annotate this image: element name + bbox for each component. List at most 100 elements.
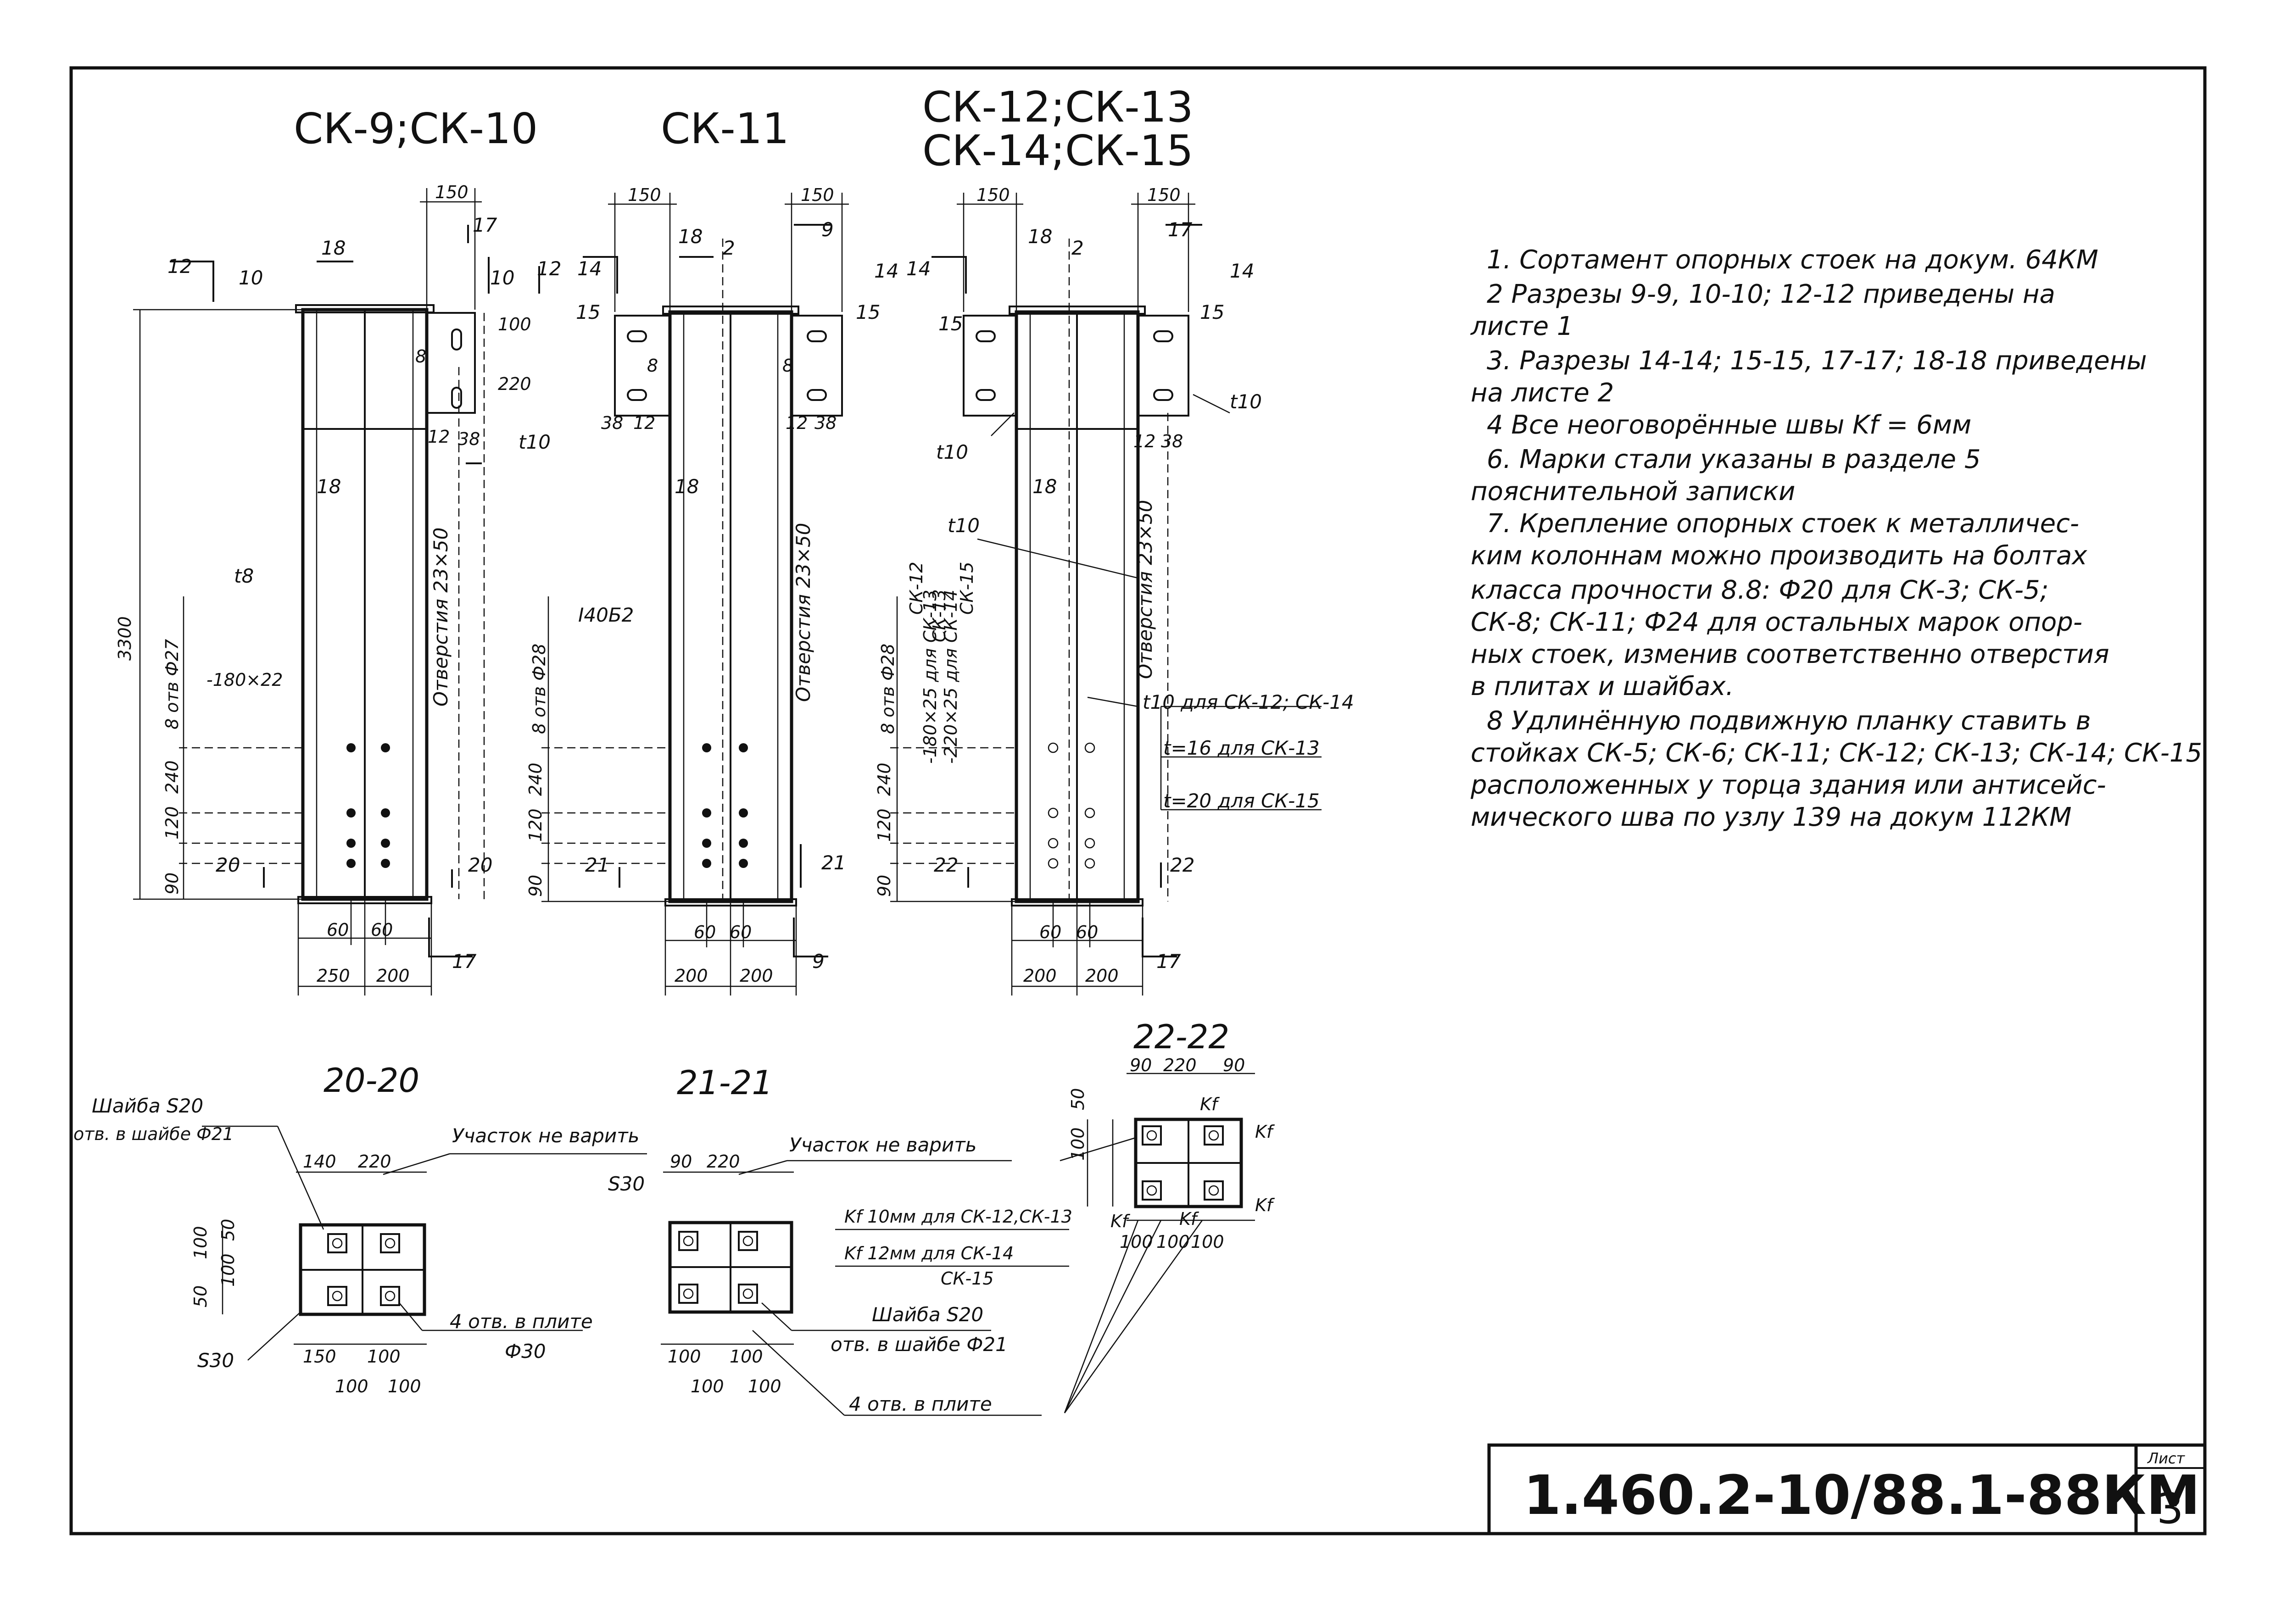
note-line: 2 Разрезы 9-9, 10-10; 12-12 приведены на xyxy=(1487,279,2055,309)
bolt-holes-view2 xyxy=(702,743,748,868)
s20-dim-100b: 100 xyxy=(367,1346,401,1367)
section-22-22 xyxy=(1060,1073,1255,1413)
note-line: 4 Все неоговорённые швы Kf = 6мм xyxy=(1487,410,1971,440)
note-line: 1. Сортамент опорных стоек на докум. 64К… xyxy=(1487,245,2098,275)
title-group1: СК-9;СК-10 xyxy=(294,104,538,153)
s20-dim-100e: 100 xyxy=(388,1376,421,1396)
s20-dim-50b: 50 xyxy=(190,1285,211,1307)
note-line: 3. Разрезы 14-14; 15-15, 17-17; 18-18 пр… xyxy=(1487,346,2147,376)
note-line: на листе 2 xyxy=(1471,378,1614,408)
v2-cut-18: 18 xyxy=(678,225,703,248)
v1-dim-8: 8 xyxy=(415,346,426,367)
s22-dim-50: 50 xyxy=(1068,1088,1088,1110)
v2-cut-15a: 15 xyxy=(576,301,600,323)
drawing-code: 1.460.2-10/88.1-88КМ xyxy=(1523,1463,2200,1527)
s20-holes: 4 отв. в плите xyxy=(450,1310,593,1333)
s20-holes-d: Ф30 xyxy=(505,1340,546,1363)
v3-plate-sk13: СК-13 xyxy=(929,589,949,642)
title-block xyxy=(1487,1443,2207,1535)
s22-dim-100c: 100 xyxy=(1156,1232,1190,1252)
v1-dim-150: 150 xyxy=(435,182,469,202)
v2-dim-38b: 38 xyxy=(814,413,837,433)
v2-dim-60b: 60 xyxy=(730,922,752,942)
s20-dim-50a: 50 xyxy=(218,1219,238,1241)
s20-dim-140: 140 xyxy=(303,1151,336,1172)
v2-cut-2: 2 xyxy=(723,237,735,259)
v3-holes-slot: Отверстия 23×50 xyxy=(1134,500,1156,679)
s22-kf-c: Kf xyxy=(1255,1195,1275,1215)
note-line: стойках СК-5; СК-6; СК-11; СК-12; СК-13;… xyxy=(1471,738,2202,768)
v2-cut-15b: 15 xyxy=(856,301,880,323)
note-line: ных стоек, изменив соответственно отверс… xyxy=(1471,640,2109,669)
s22-dim-100a: 100 xyxy=(1068,1127,1088,1161)
general-notes: 1. Сортамент опорных стоек на докум. 64К… xyxy=(1470,245,2202,832)
s21-dim-100c: 100 xyxy=(691,1376,724,1396)
v3-cut-14b: 14 xyxy=(1230,260,1254,282)
section-20-20 xyxy=(202,1125,647,1361)
v3-dim-200a: 200 xyxy=(1023,966,1057,986)
v1-dim-200: 200 xyxy=(376,966,410,986)
section-21-21 xyxy=(661,1160,1069,1416)
v3-dim-120: 120 xyxy=(874,808,894,842)
v2-dim-120: 120 xyxy=(525,808,546,842)
v1-cut-20b: 20 xyxy=(468,854,492,876)
v3-dim-12: 12 xyxy=(1133,431,1155,451)
bolt-holes-view3 xyxy=(1048,742,1095,869)
v1-dim-60a: 60 xyxy=(327,920,349,940)
v1-t8: t8 xyxy=(234,565,254,587)
v2-holes-left: 8 отв Ф28 xyxy=(529,644,549,734)
sheet-number: 3 xyxy=(2157,1484,2184,1533)
v2-cut-14a: 14 xyxy=(577,257,602,280)
v3-t10a: t10 xyxy=(1230,390,1262,413)
v1-height: 3300 xyxy=(115,616,135,661)
s21-kf12b: СК-15 xyxy=(941,1268,994,1289)
s22-kf-a: Kf xyxy=(1200,1094,1220,1114)
s22-kf-d: Kf xyxy=(1110,1211,1131,1231)
v3-plate-sk15: СК-15 xyxy=(957,562,977,615)
v1-dim-60b: 60 xyxy=(371,920,393,940)
v1-cut-10: 10 xyxy=(239,267,263,289)
v1-cut-17b: 17 xyxy=(452,950,477,973)
s22-dim-90a: 90 xyxy=(1130,1055,1152,1075)
v3-dim-150b: 150 xyxy=(1147,185,1181,205)
s20-washer: Шайба S20 xyxy=(92,1095,203,1117)
view-sk11 xyxy=(541,193,849,996)
s21-dim-90: 90 xyxy=(670,1151,692,1172)
s21-dim-100b: 100 xyxy=(730,1346,763,1367)
s21-title: 21-21 xyxy=(677,1063,773,1102)
v1-holes-slot: Отверстия 23×50 xyxy=(430,528,452,706)
v3-dim-150a: 150 xyxy=(976,185,1010,205)
note-line: расположенных у торца здания или антисей… xyxy=(1470,770,2106,800)
v1-cut-18: 18 xyxy=(321,237,346,259)
sheet-frame xyxy=(69,66,2207,1535)
s22-dim-220: 220 xyxy=(1163,1055,1197,1075)
v1-dim-250: 250 xyxy=(317,966,350,986)
v1-t10: t10 xyxy=(519,431,551,453)
s22-dim-90b: 90 xyxy=(1223,1055,1245,1075)
v3-dim-90: 90 xyxy=(874,875,894,897)
v3-cut-14a: 14 xyxy=(906,257,931,280)
s20-dim-100a: 100 xyxy=(190,1226,211,1259)
v2-cut-21a: 21 xyxy=(585,854,609,876)
note-line: 8 Удлинённую подвижную планку ставить в xyxy=(1487,706,2091,736)
title-group3-line1: СК-12;СК-13 xyxy=(922,83,1194,132)
v2-cut-14b: 14 xyxy=(874,260,898,282)
v3-cut-22a: 22 xyxy=(934,854,958,876)
s22-title: 22-22 xyxy=(1133,1018,1229,1056)
v3-dim-60a: 60 xyxy=(1039,922,1061,942)
s20-dim-220: 220 xyxy=(358,1151,391,1172)
title-group3-line2: СК-14;СК-15 xyxy=(922,126,1194,175)
s20-no-weld: Участок не варить xyxy=(452,1124,639,1147)
s20-s30: S30 xyxy=(197,1349,234,1372)
v1-holes-left: 8 отв Ф27 xyxy=(162,639,182,729)
v1-plate: -180×22 xyxy=(206,670,283,690)
v2-dim-60a: 60 xyxy=(694,922,716,942)
v1-cut-18b: 18 xyxy=(317,475,341,498)
v2-dim-90: 90 xyxy=(525,875,546,897)
v3-plate-sk12: СК-12 xyxy=(906,562,926,615)
s21-washer-hole: отв. в шайбе Ф21 xyxy=(831,1333,1008,1356)
v2-cut-9b: 9 xyxy=(812,950,825,973)
v3-dim-240: 240 xyxy=(874,762,894,796)
v3-holes-left: 8 отв Ф28 xyxy=(878,644,898,734)
